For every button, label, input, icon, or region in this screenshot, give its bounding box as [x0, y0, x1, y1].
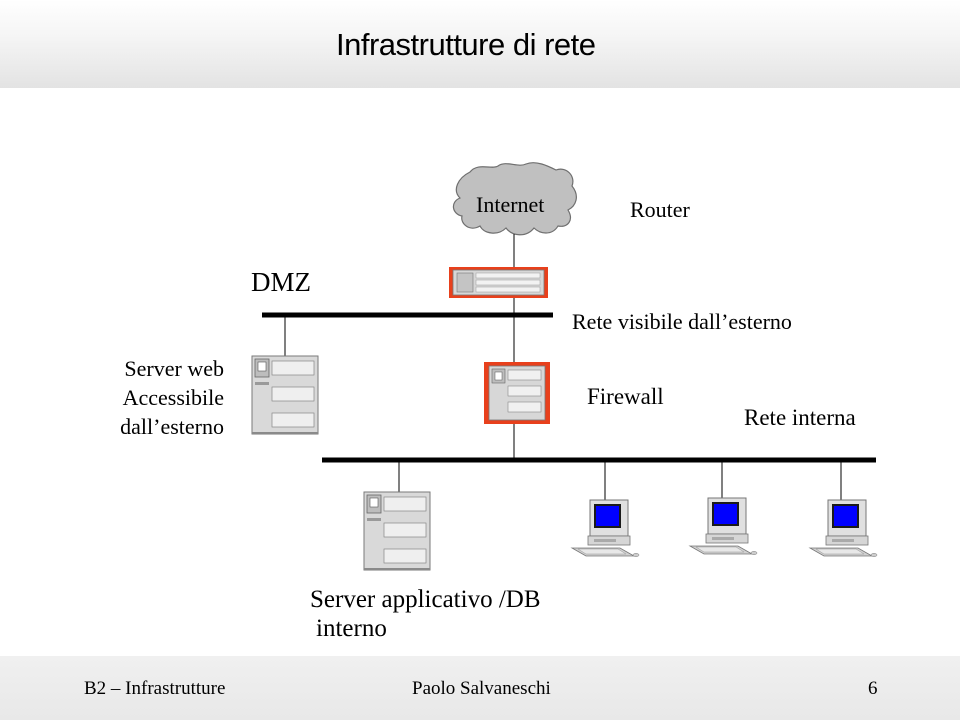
web-server	[251, 355, 319, 435]
dmz-label: DMZ	[251, 267, 311, 297]
app-server-label: Server applicativo /DB interno	[310, 586, 541, 642]
router-device	[449, 267, 548, 298]
internal-network-label: Rete interna	[744, 405, 856, 430]
page-number: 6	[868, 678, 878, 699]
web-server-label: Server web Accessibile dall’esterno	[120, 356, 224, 439]
internet-label: Internet	[476, 192, 545, 217]
client-pc	[571, 499, 640, 558]
firewall-label: Firewall	[587, 384, 664, 409]
client-pc	[689, 497, 758, 556]
footer-author: Paolo Salvaneschi	[412, 678, 551, 699]
internet-cloud	[452, 162, 577, 236]
client-pc	[809, 499, 878, 558]
visible-network-label: Rete visibile dall’esterno	[572, 309, 792, 334]
slide-header	[0, 0, 960, 88]
slide-footer	[0, 656, 960, 720]
firewall-device	[484, 362, 550, 424]
app-db-server	[363, 491, 431, 571]
router-label: Router	[630, 197, 690, 222]
footer-course: B2 – Infrastrutture	[84, 678, 226, 699]
slide-title: Infrastrutture di rete	[336, 27, 596, 62]
